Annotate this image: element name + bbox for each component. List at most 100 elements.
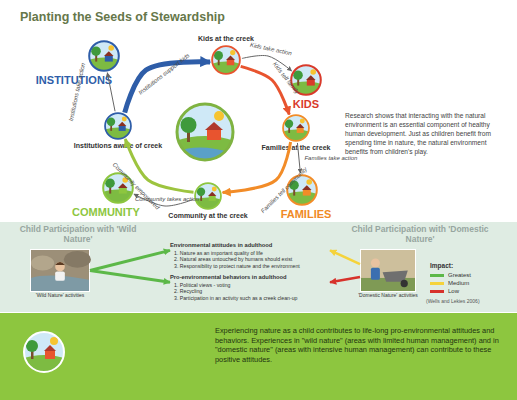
house — [227, 60, 235, 65]
node-label: KIDS — [293, 98, 319, 110]
icon-ring — [89, 41, 119, 71]
house — [45, 351, 55, 359]
house-roof — [205, 122, 223, 130]
logo-ring — [24, 332, 64, 372]
legend-text: Low — [448, 288, 459, 294]
note-text: (Wells and Lekies 2006) — [426, 298, 516, 304]
house-roof — [104, 51, 114, 56]
child-head — [371, 258, 380, 267]
stage-circle: Institutions aware of creek — [104, 112, 132, 140]
icon-ring — [283, 115, 309, 141]
house — [105, 56, 113, 62]
list-item: 2. Recycling — [170, 288, 330, 295]
child-body — [55, 271, 65, 280]
node-label: Community at the creek — [168, 212, 247, 220]
legend-swatch — [430, 274, 444, 277]
legend-text: Greatest — [448, 272, 471, 278]
list-heading: Pro-environmental behaviors in adulthood — [170, 274, 330, 282]
node-label: COMMUNITY — [72, 206, 140, 218]
list-item: 3. Responsibility to protect nature and … — [170, 263, 330, 270]
sun — [310, 69, 316, 75]
house-roof — [118, 183, 128, 188]
ground — [280, 192, 325, 211]
ground — [96, 190, 141, 209]
sky — [175, 102, 235, 162]
house — [207, 130, 221, 140]
bottom-band — [0, 313, 517, 400]
legend-row: Medium — [430, 279, 471, 287]
flow-arrow — [90, 250, 170, 270]
note-text: Research shows that interacting with the… — [345, 112, 507, 156]
logo-illustration — [14, 330, 74, 379]
ground — [276, 129, 315, 146]
house-roof — [208, 192, 216, 196]
center-ring — [177, 104, 233, 160]
stage-circle: Kids at the creek — [211, 45, 241, 75]
photo-image — [31, 250, 89, 291]
arrow-label: Institutions take action — [68, 62, 86, 121]
icon-scene — [96, 172, 141, 209]
icon-scene — [280, 174, 325, 211]
house-roof — [296, 124, 304, 128]
child-head — [55, 262, 65, 271]
photo-caption: 'Wild Nature' activities — [36, 292, 85, 298]
list-item: 1. Political views - voting — [170, 282, 330, 289]
list-item: 3. Participation in an activity such as … — [170, 295, 330, 302]
rock — [64, 251, 91, 268]
legend-text: Medium — [448, 280, 469, 286]
node-icon — [104, 112, 132, 140]
activity-photo: 'Wild Nature' activities — [30, 249, 90, 292]
ground — [98, 127, 137, 144]
note-text: Experiencing nature as a child contribut… — [215, 326, 507, 365]
arrow-label: Institutions support kids — [137, 53, 190, 96]
icon-scene — [276, 114, 315, 146]
node-icon — [88, 40, 120, 72]
stage-circle: Families at the creek — [282, 114, 310, 142]
outcome-list: Pro-environmental behaviors in adulthood… — [170, 274, 330, 302]
note-text: Child Participation with 'Wild Nature' — [18, 225, 138, 245]
flow-arrow — [107, 73, 115, 112]
flow-arrow — [90, 271, 170, 283]
wheel — [401, 280, 408, 287]
legend-row: Low — [430, 287, 471, 295]
node-label: INSTITUTIONS — [36, 74, 112, 86]
flow-arrow — [242, 56, 292, 71]
sun — [50, 337, 58, 345]
sun — [230, 50, 235, 55]
sun — [300, 119, 305, 124]
arrow-label: Families take action — [304, 155, 357, 161]
icon-scene — [98, 112, 137, 144]
house — [297, 128, 304, 133]
note-text: Impact: — [430, 262, 490, 270]
list-item: 2. Natural areas untouched by humans sho… — [170, 256, 330, 263]
sun — [306, 179, 312, 185]
house-roof — [118, 122, 126, 126]
center-illustration — [165, 102, 245, 168]
house — [119, 126, 126, 131]
child-hair — [55, 262, 65, 265]
ground — [205, 62, 247, 80]
icon-ring — [212, 46, 240, 74]
activity-photo: 'Domestic Nature' activities — [360, 249, 416, 292]
photo-caption: 'Domestic Nature' activities — [358, 292, 418, 298]
node-label: Families at the creek — [262, 144, 331, 152]
flow-arrow — [223, 142, 291, 193]
node-label: Institutions aware of creek — [74, 142, 162, 150]
icon-ring — [105, 113, 131, 139]
icon-scene — [82, 40, 127, 77]
sun — [108, 45, 114, 51]
list-heading: Environmental attitudes in adulthood — [170, 242, 330, 250]
node-label: FAMILIES — [281, 208, 332, 220]
legend: GreatestMediumLow — [430, 271, 471, 295]
tree-crown — [181, 117, 197, 133]
photo-background — [361, 250, 415, 291]
legend-swatch — [430, 282, 444, 285]
flow-arrow — [330, 250, 360, 264]
note-text: Child Participation with 'Domestic Natur… — [345, 225, 495, 245]
node-icon — [282, 114, 310, 142]
outcome-list: Environmental attitudes in adulthood1. N… — [170, 242, 330, 270]
house-roof — [302, 185, 312, 190]
legend-row: Greatest — [430, 271, 471, 279]
diagram-title: Planting the Seeds of Stewardship — [20, 10, 225, 24]
